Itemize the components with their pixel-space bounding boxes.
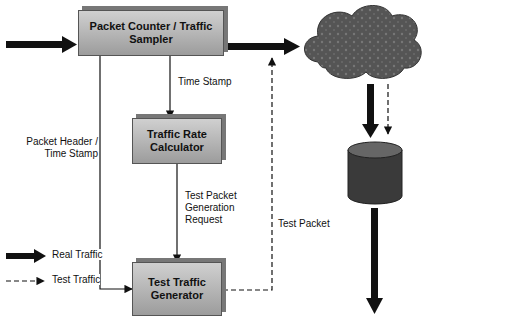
process-box: Test Traffic Generator [132,262,222,316]
network-cloud [305,6,422,79]
legend-label: Real Traffic [52,249,102,260]
legend-label: Test Traffic [52,274,100,285]
test-packet-arrow [223,58,272,290]
real-traffic-arrow [6,36,77,53]
box-label: Packet Counter / Traffic Sampler [85,20,217,45]
legend-real-sample [6,249,46,263]
legend-test-sample [6,280,44,281]
edge-label: Packet Header / Time Stamp [12,136,100,160]
process-box: Traffic Rate Calculator [132,118,222,164]
real-traffic-arrow [228,38,300,55]
real-traffic-arrow [362,84,379,138]
process-box: Packet Counter / Traffic Sampler [78,10,224,56]
flow-connector [100,56,132,289]
flow-connector [169,56,170,118]
edge-label: Time Stamp [176,76,260,88]
flow-label: Test Packet [276,218,340,230]
flow-connector [176,164,177,262]
real-traffic-arrow [366,208,383,314]
edge-label: Test Packet Generation Request [183,190,269,226]
box-label: Traffic Rate Calculator [139,128,215,153]
test-traffic-arrow [387,84,388,134]
box-label: Test Traffic Generator [139,276,215,301]
server-cylinder [348,142,402,204]
